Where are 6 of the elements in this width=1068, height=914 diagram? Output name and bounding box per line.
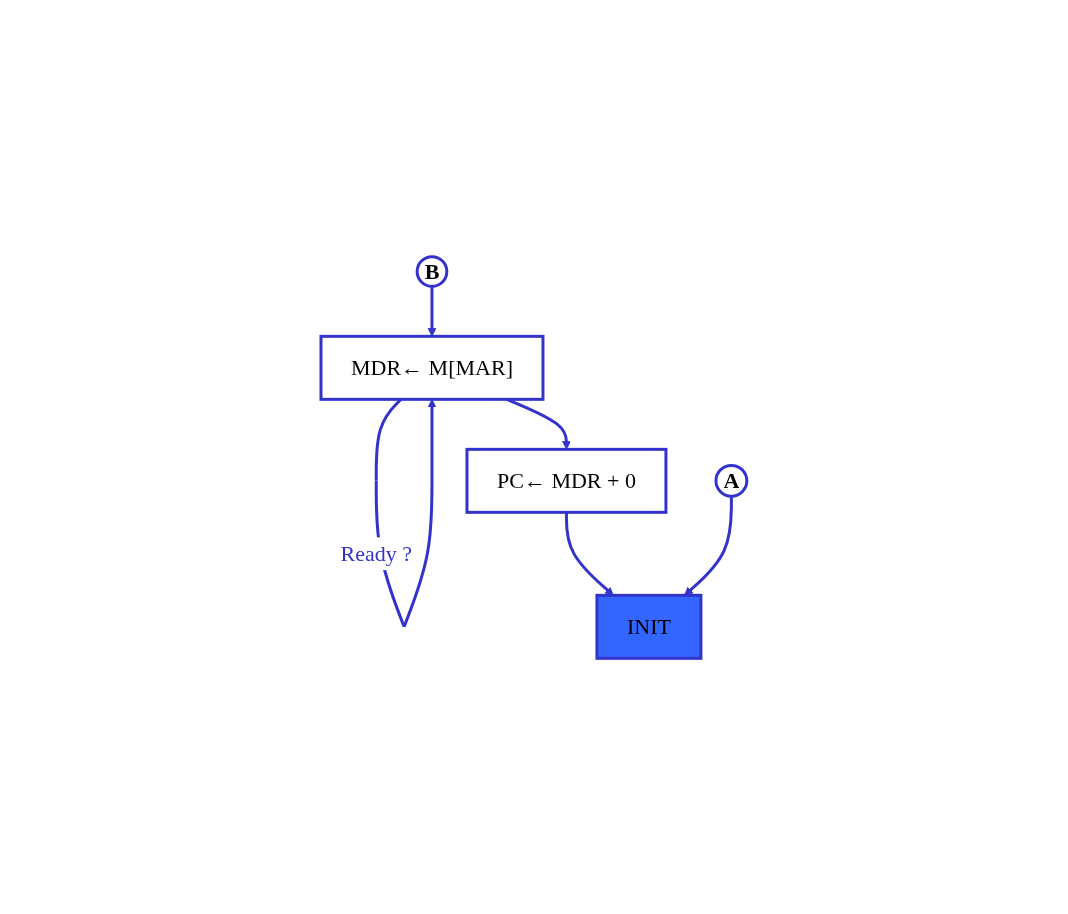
node-box: PC← MDR + 0 [465, 448, 668, 515]
node-circle: A [714, 464, 749, 499]
node-box: INIT [595, 594, 703, 661]
node-circle: B [415, 255, 449, 289]
node-box: MDR← M[MAR] [319, 335, 545, 402]
edge-label: Ready ? [340, 541, 413, 567]
